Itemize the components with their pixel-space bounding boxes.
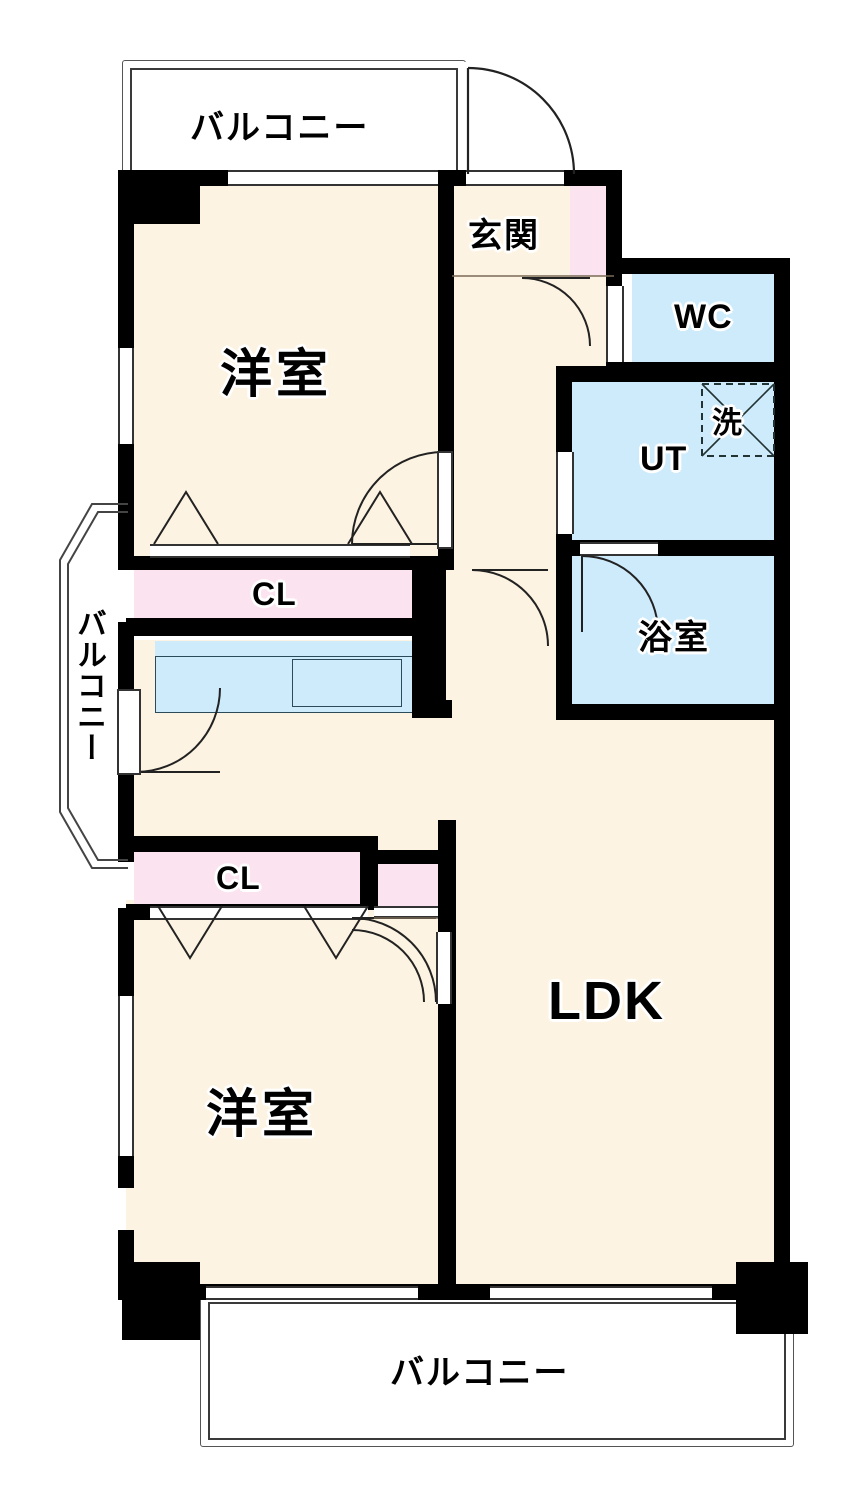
balcony-bottom-label: バルコニー bbox=[390, 1354, 570, 1392]
wall-corner-block-top-left bbox=[122, 172, 200, 224]
wall-center-vertical bbox=[438, 820, 456, 1292]
ut-door-slot bbox=[556, 452, 574, 534]
closet-lower-small-fill bbox=[376, 862, 438, 908]
window-left-lower bbox=[118, 996, 134, 1156]
balcony-top-label: バルコニー bbox=[190, 109, 370, 147]
closet-lower-label: CL bbox=[216, 860, 261, 896]
closet-lower-door bbox=[150, 906, 368, 920]
wall-bath-left bbox=[556, 540, 572, 720]
wall-bedroom-upper-bottom bbox=[126, 556, 446, 570]
window-bottom-right bbox=[490, 1286, 712, 1300]
wall-closet-upper-bottom bbox=[126, 618, 416, 636]
closet-lower-fill bbox=[134, 850, 368, 908]
wall-wc-top bbox=[622, 258, 790, 274]
closet-upper-label: CL bbox=[252, 576, 297, 612]
wall-center-vertical-stub bbox=[438, 820, 456, 860]
entrance-door-opening bbox=[466, 170, 564, 186]
wall-closet-lower-small-top bbox=[374, 850, 444, 864]
bath-label: 浴室 bbox=[638, 619, 710, 657]
wall-hall-left bbox=[422, 556, 446, 596]
ut-label: UT bbox=[640, 440, 688, 478]
washer-space-label: 洗 bbox=[712, 407, 742, 440]
wall-closet-lower-right bbox=[360, 836, 378, 910]
balcony-top-rail bbox=[130, 68, 458, 176]
wc-label: WC bbox=[674, 298, 733, 336]
wall-bedroom-entrance-divider bbox=[438, 170, 454, 570]
wall-ut-top bbox=[556, 366, 790, 382]
entrance-door-alcove bbox=[462, 62, 570, 178]
bedroom-upper-label: 洋室 bbox=[220, 346, 333, 404]
wall-bath-bottom bbox=[556, 704, 790, 720]
balcony-left-label: バルコニー bbox=[72, 608, 105, 763]
window-top-balcony bbox=[228, 170, 450, 186]
wc-floor bbox=[632, 272, 776, 364]
bath-door-slot bbox=[580, 542, 658, 556]
ldk-label: LDK bbox=[548, 971, 665, 1031]
balcony-bottom-rail bbox=[208, 1302, 786, 1440]
bedroom-lower-door-slot bbox=[436, 932, 452, 1004]
entrance-label: 玄関 bbox=[468, 217, 540, 255]
closet-lower-small-door bbox=[374, 906, 438, 918]
wc-door-slot bbox=[606, 286, 624, 364]
window-left-upper bbox=[118, 348, 134, 444]
wall-closet-lower-top bbox=[126, 836, 374, 852]
bedroom-lower-label: 洋室 bbox=[206, 1086, 319, 1144]
closet-upper-door bbox=[150, 544, 410, 558]
wall-corner-block-bottom-left bbox=[122, 1262, 200, 1340]
wall-entrance-right bbox=[606, 170, 622, 280]
window-bottom-left bbox=[206, 1286, 418, 1300]
wall-right-outer bbox=[774, 704, 790, 1284]
closet-upper-fill bbox=[134, 566, 412, 622]
kitchen-counter-backsplash bbox=[155, 641, 413, 657]
window-left-balcony-door bbox=[118, 694, 136, 774]
wall-wc-right bbox=[774, 258, 790, 376]
wall-corridor-right-stub bbox=[412, 700, 452, 718]
kitchen-sink bbox=[292, 659, 402, 707]
